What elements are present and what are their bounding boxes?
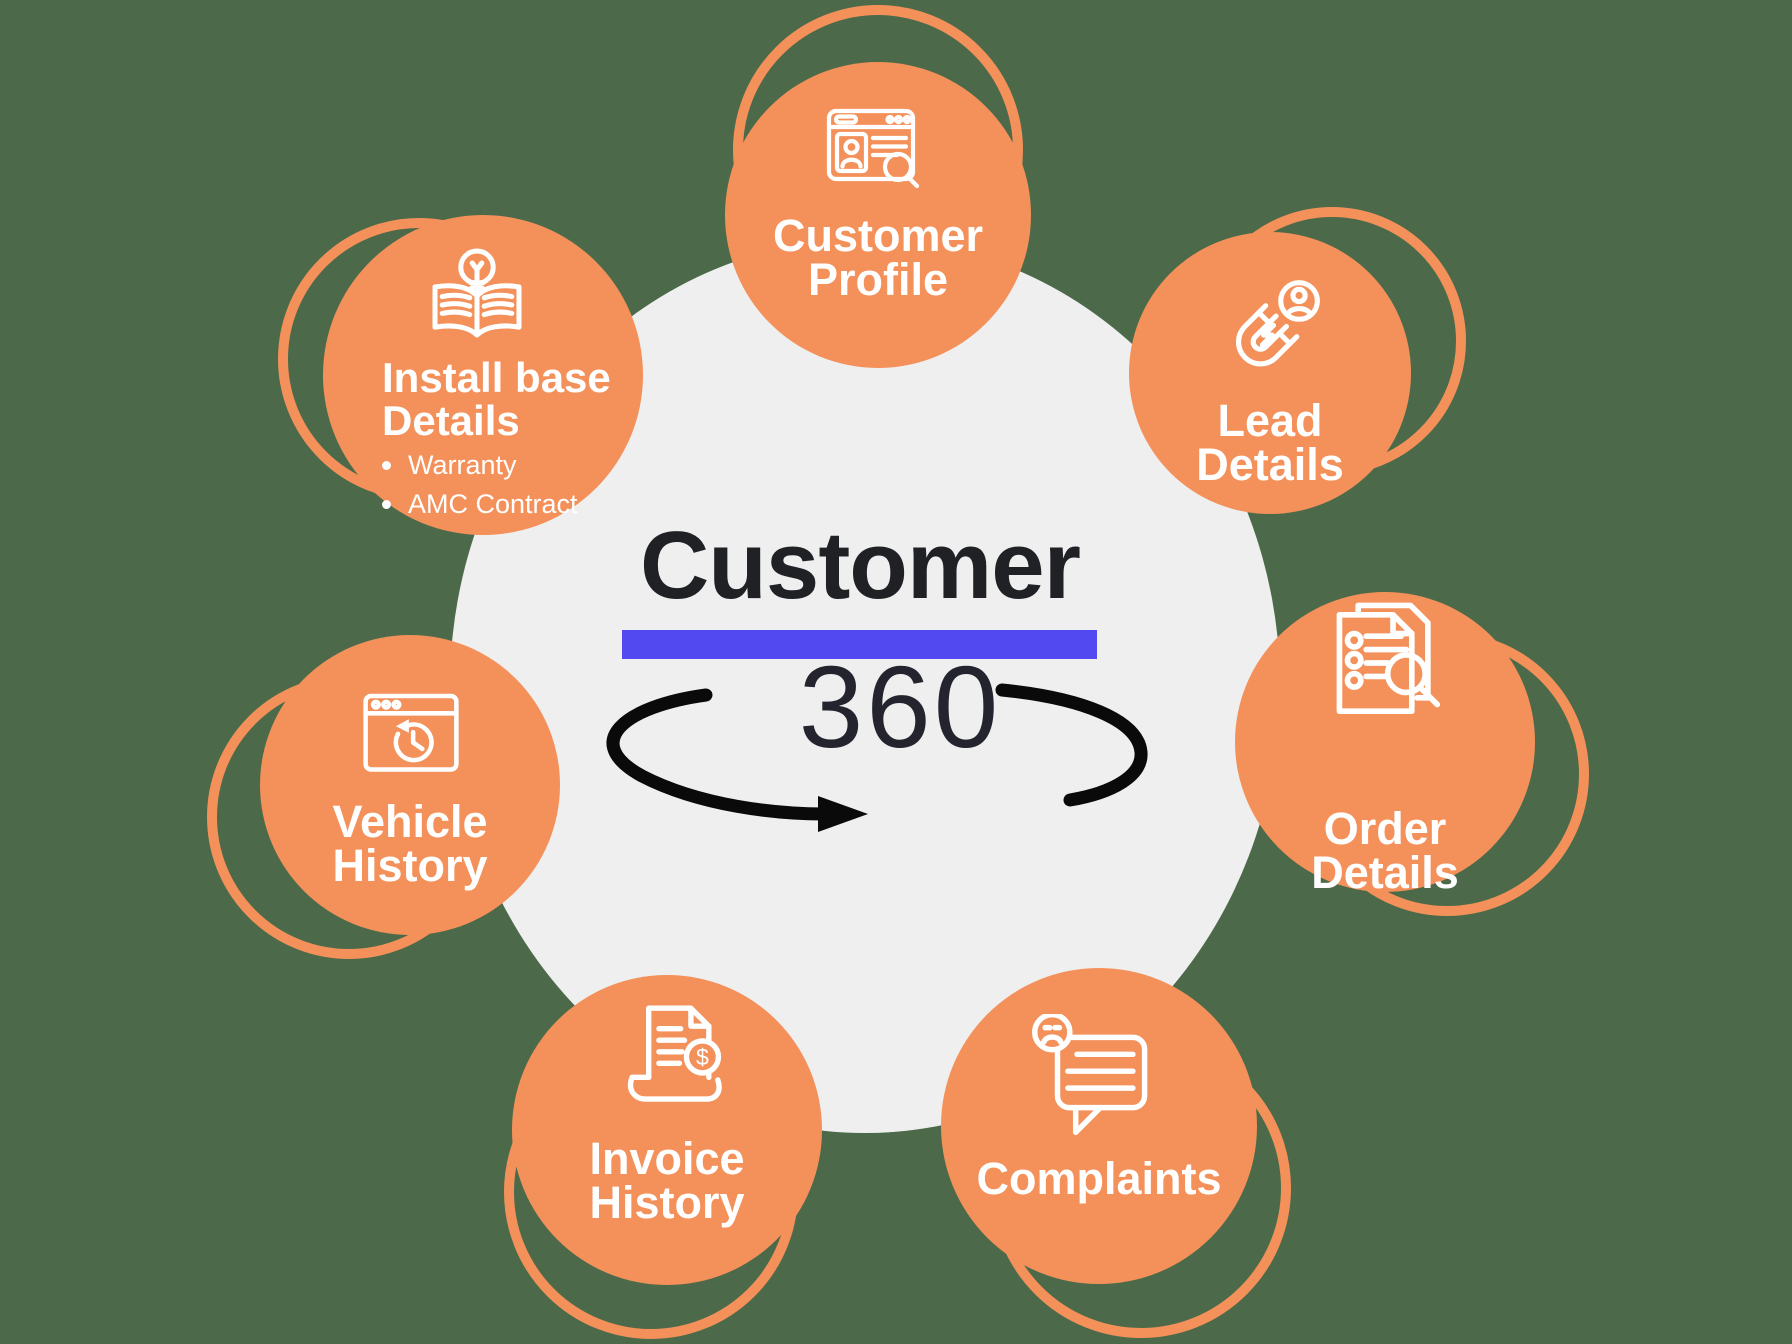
install-base-label: Install base Details <box>382 354 611 444</box>
lead-details-label: Lead Details <box>1196 395 1344 490</box>
install-base-circle <box>323 215 643 535</box>
vehicle-history-label: Vehicle History <box>332 796 488 891</box>
complaints-circle <box>941 968 1257 1284</box>
bullet-dot <box>382 500 391 509</box>
magnet-lead-icon <box>1236 280 1320 367</box>
svg-text:$: $ <box>696 1044 709 1070</box>
customer-profile-label: Customer Profile <box>772 210 984 305</box>
install-base-bullets: Warranty AMC Contract <box>382 446 622 524</box>
order-details-label: Order Details <box>1311 803 1459 898</box>
complaints-label: Complaints <box>976 1153 1222 1204</box>
browser-profile-icon <box>826 108 920 189</box>
center-subtitle: 360 <box>798 642 1002 772</box>
order-details-circle <box>1235 592 1535 892</box>
invoice-history-label: Invoice History <box>589 1133 745 1228</box>
vehicle-history-circle <box>260 635 560 935</box>
invoice-receipt-icon: $ <box>627 1005 722 1102</box>
book-bulb-icon <box>432 248 522 338</box>
bullet-dot <box>382 461 391 470</box>
history-window-icon <box>363 693 459 772</box>
title-underline-bar <box>622 630 1097 659</box>
bullet-warranty: Warranty <box>382 446 622 485</box>
center-title: Customer <box>639 512 1081 619</box>
order-checklist-icon <box>1336 602 1441 715</box>
bullet-amc-contract: AMC Contract <box>382 485 622 524</box>
complaint-bubble-icon <box>1032 1014 1148 1136</box>
lead-details-circle <box>1129 232 1411 514</box>
